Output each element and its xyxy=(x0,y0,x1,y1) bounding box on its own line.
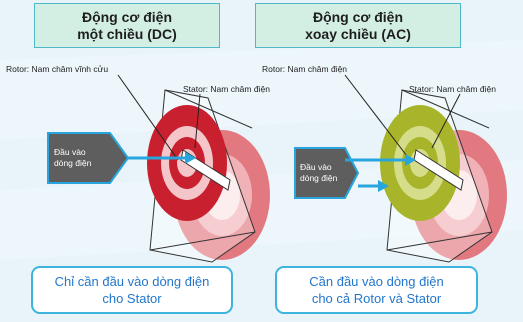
dc-rotor-label: Rotor: Nam châm vĩnh cửu xyxy=(6,64,109,74)
dc-caption-line1: Chỉ cần đầu vào dòng điện xyxy=(54,274,210,289)
ac-caption-line1: Cần đầu vào dòng điện xyxy=(309,274,444,289)
ac-title-line1: Động cơ điện xyxy=(312,9,404,25)
dc-title-line2: một chiều (DC) xyxy=(77,26,177,42)
dc-input-box xyxy=(47,132,130,184)
ac-input-label: Đầu vào dòng điện xyxy=(300,162,338,183)
ac-motor xyxy=(294,74,507,263)
ac-title-line2: xoay chiều (AC) xyxy=(305,26,411,42)
ac-stator-label: Stator: Nam châm điện xyxy=(409,84,496,94)
dc-caption-line2: cho Stator xyxy=(102,291,162,306)
ac-title-box: Động cơ điện xoay chiều (AC) xyxy=(255,3,461,48)
ac-input-box xyxy=(294,147,360,199)
ac-caption-box: Cần đầu vào dòng điện cho cả Rotor và St… xyxy=(275,266,478,314)
ac-rotor-label: Rotor: Nam châm điện xyxy=(262,64,348,74)
dc-input-label: Đầu vào dòng điện xyxy=(54,147,92,168)
dc-motor xyxy=(47,74,270,263)
ac-caption-line2: cho cả Rotor và Stator xyxy=(311,291,442,306)
dc-caption-box: Chỉ cần đầu vào dòng điện cho Stator xyxy=(31,266,233,314)
ac-shaft xyxy=(413,149,464,191)
dc-title-line1: Động cơ điện xyxy=(81,9,173,25)
dc-title-box: Động cơ điện một chiều (DC) xyxy=(34,3,220,48)
dc-stator-label: Stator: Nam châm điện xyxy=(183,84,270,94)
